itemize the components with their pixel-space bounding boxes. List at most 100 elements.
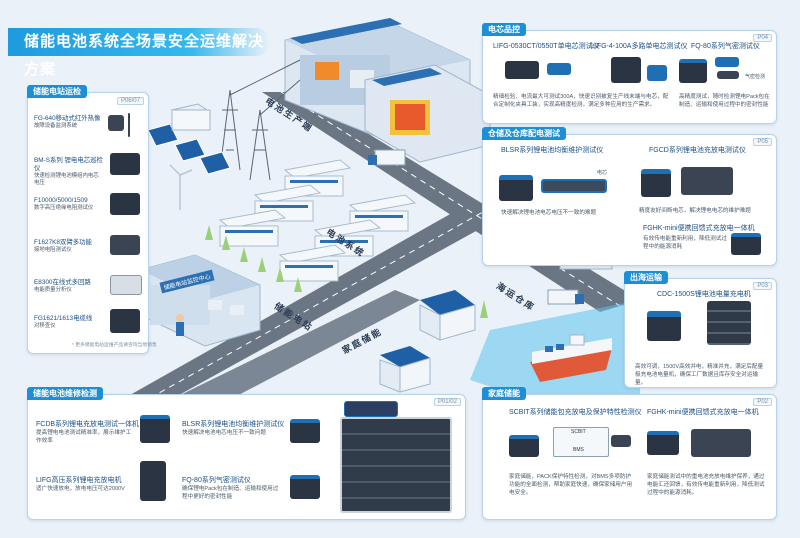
bms-diagram-label: BMS (573, 447, 584, 453)
fq80-icon (290, 475, 320, 499)
sea-transport-product: CDC-1500S锂电池电量充电机 (657, 291, 751, 298)
airtight-label: 气密检测 (745, 74, 766, 80)
airtight-tester-icon (679, 59, 707, 83)
sea-transport-panel: 出海运输 P03 CDC-1500S锂电池电量充电机 高效可调，1500V高效并… (624, 271, 777, 388)
maint-product-1-desc: 提高锂电电池测试精准率，展示维护工作效率 (36, 430, 132, 444)
multi-channel-tester-icon (611, 57, 641, 83)
scbit-tester-icon (509, 435, 539, 457)
maint-product-4-desc: 确保锂电Pack包在制造、运输和使用过程中更好的密封性能 (182, 486, 279, 500)
cell-qc-tag: 电芯品控 (482, 23, 526, 36)
trees (205, 225, 488, 318)
house-right (419, 290, 476, 341)
road-lower (170, 290, 420, 410)
storage-test-panel: 仓储及仓库配电测试 P05 BLSR系列锂电池均衡维护测试仪 FGCD系列锂电池… (482, 127, 777, 266)
monitoring-center (139, 254, 261, 347)
charge-discharge-tester-icon (641, 169, 671, 197)
power-tower (219, 59, 301, 181)
ground-tester-icon (110, 235, 140, 255)
cell-label: 电芯 (597, 170, 608, 176)
sea-transport-tag: 出海运输 (624, 271, 668, 284)
truck-harbor (547, 289, 584, 305)
maint-product-4: FQ-80系列气密测试仪 (182, 477, 251, 484)
maint-product-2-desc: 快速解决电池电芯电压不一致问题 (182, 430, 266, 436)
household-tag: 家庭储能 (482, 387, 526, 400)
station-item-3: F10000/5000/1509 数字高压绝缘电阻测试仪 (34, 197, 94, 211)
feedback-charger-2-icon (647, 431, 679, 455)
station-ops-code: P06/07 (116, 97, 144, 105)
system-maintenance-code: P01/02 (433, 398, 461, 406)
battery-cell-icon (547, 63, 571, 75)
pack-icon (611, 435, 631, 447)
storage-product-3-desc: 有效传电能重新利用，降低测试过程中的能源消耗 (643, 236, 727, 250)
feedback-unit-icon (691, 429, 751, 457)
maint-product-3-desc: 适广快速放电，放电电压可达2000V (36, 486, 125, 492)
battery-rack-icon (340, 417, 452, 513)
cell-qc-code: P04 (753, 34, 772, 42)
cell-qc-panel: 电芯品控 P04 LIFG-0530CT/0550T单电芯测试仪 LIFG-4-… (482, 23, 777, 124)
storage-product-2-desc: 精度友好间断电芯，解决锂电电芯的维护难题 (639, 208, 751, 214)
station-item-1: FG-640移动式红外热像 故障设备监测系统 (34, 115, 101, 129)
robot-arm (315, 62, 339, 80)
multi-cell-icon (647, 65, 667, 81)
feedback-charger-icon (731, 233, 761, 255)
maint-product-1: FCDB系列锂电充放电测试一体机 (36, 421, 140, 428)
household-panel: 家庭储能 P02 SCBIT系列储能包充放电及保护特性检测仪 FGHK-mini… (482, 387, 777, 520)
person (176, 314, 184, 336)
cargo-ship (530, 334, 612, 382)
truck-top (368, 149, 406, 166)
household-product-1-desc: 家庭储能，PACK保护特性检测，对BMS多项防护功能的全面检测，帮助家庭快速，确… (509, 474, 633, 496)
cell-qc-desc-right: 高精度测试，随时检测锂电Pack包在制造、运输和使用过程中的密封性能 (679, 94, 770, 108)
road-cross (130, 200, 505, 400)
charge-discharge-unit-icon (681, 167, 733, 195)
sea-transport-code: P03 (753, 282, 772, 290)
storage-product-2: FGCD系列锂电池充放电测试仪 (649, 147, 746, 154)
wind-turbine (169, 164, 193, 210)
solar-panels (147, 123, 231, 175)
battery-pack-icon (541, 179, 607, 193)
station-ops-footnote: * 更多储能电站运维产品请咨询当地销售 (72, 343, 157, 348)
household-product-2-desc: 家庭储能测试中的重电池充放电维护保养，通过电能汇还回馈，有效传电能重新利用，降低… (647, 474, 765, 496)
station-item-5: E8300在线式多回路 电能质量分析仪 (34, 279, 91, 293)
scbit-diagram-box (553, 427, 609, 457)
power-analyzer-icon (110, 275, 142, 295)
cell-qc-product-2: LIFG-4-100A多路单电芯测试仪 (591, 43, 688, 50)
cell-inspector-icon (110, 153, 140, 175)
balancer-icon (499, 175, 533, 201)
cell-qc-product-1: LIFG-0530CT/0550T单电芯测试仪 (493, 43, 600, 50)
thermal-camera-icon (108, 115, 124, 131)
page-title: 储能电池系统全场景安全运维解决方案 (8, 28, 270, 78)
lifg-icon (140, 461, 166, 501)
household-product-1: SCBIT系列储能包充放电及保护特性检测仪 (509, 409, 642, 416)
warehouse-building (364, 64, 491, 163)
storage-test-tag: 仓储及仓库配电测试 (482, 127, 566, 140)
storage-test-code: P05 (753, 138, 772, 146)
rack-unit-icon (707, 301, 751, 345)
battery-module-icon (344, 401, 398, 417)
fcdb-icon (140, 415, 170, 443)
household-product-2: FGHK-mini便携回馈式充放电一体机 (647, 409, 759, 416)
storage-product-1-desc: 快速解决锂电池电芯电压不一致的难题 (501, 210, 597, 216)
station-ops-panel: 储能电站运检 P06/07 FG-640移动式红外热像 故障设备监测系统 BM-… (27, 85, 157, 354)
tripod-icon (128, 113, 130, 137)
system-maintenance-tag: 储能电池维修检测 (27, 387, 103, 400)
blsr-icon (290, 419, 320, 443)
sea-transport-desc: 高效可调，1500V高效并电，精准并充，满足后配量极充电池电量机，确保工厂数据且… (635, 364, 764, 386)
charger-unit-icon (647, 311, 681, 341)
cell-tester-icon (505, 61, 539, 79)
system-maintenance-panel: 储能电池维修检测 P01/02 FCDB系列锂电充放电测试一体机 提高锂电电池测… (27, 387, 466, 520)
storage-product-1: BLSR系列锂电池均衡维护测试仪 (501, 147, 604, 154)
scbit-diagram-label: SCBIT (571, 429, 586, 435)
cell-qc-desc-left: 精细检验、电流最大可测试300A，快速识别被复生产线末端与电芯，配合定制化夹具工… (493, 94, 669, 108)
station-item-4: F1627K8双臂多功能 接地电阻测试仪 (34, 239, 92, 253)
household-code: P02 (753, 398, 772, 406)
station-item-2: BM-S系列 锂电电芯巡检仪 快速检测锂电池模组内电芯电压 (34, 157, 103, 186)
storage-product-3: FGHK-mini便携回馈式充放电一体机 (643, 225, 755, 232)
insulation-tester-icon (110, 193, 140, 215)
cable-tester-icon (110, 309, 140, 333)
station-ops-tag: 储能电站运检 (27, 85, 87, 98)
station-item-6: FG1621/1613电缆线 对移查仪 (34, 315, 93, 329)
maint-product-2: BLSR系列锂电池均衡维护测试仪 (182, 421, 285, 428)
maint-product-3: LIFG高压系列锂电充放电机 (36, 477, 122, 484)
airtight-fixture-2-icon (717, 71, 739, 79)
substation-box (170, 103, 212, 131)
